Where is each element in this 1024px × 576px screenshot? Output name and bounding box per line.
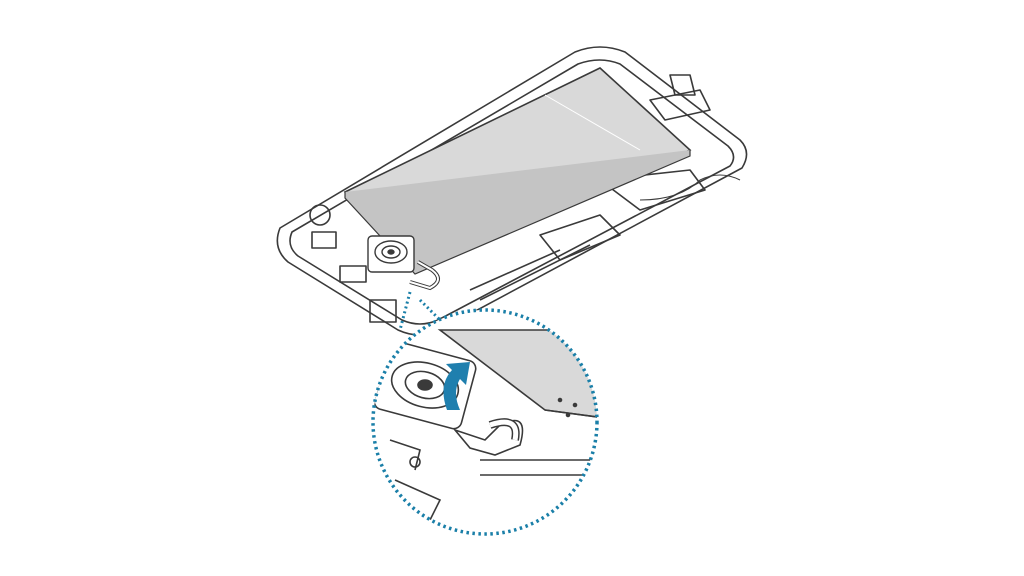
callout-pointer [398, 291, 442, 331]
lift-arrow-icon [443, 362, 470, 410]
phone-body [276, 46, 748, 336]
magnified-callout [371, 308, 599, 536]
camera-module [367, 235, 415, 273]
